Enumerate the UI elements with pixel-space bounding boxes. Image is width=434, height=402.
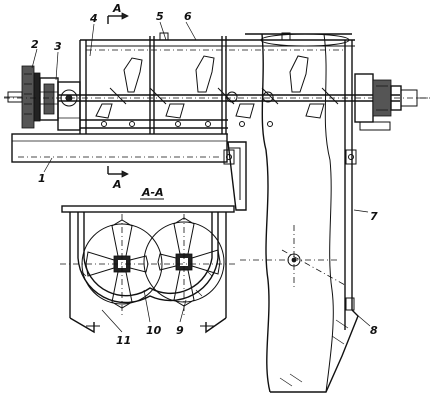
section-cut-line: А А	[107, 2, 129, 191]
cut-mark-bottom: А	[112, 178, 122, 191]
cut-mark-top: А	[112, 2, 122, 15]
section-view-a-a: А-А	[60, 186, 236, 334]
shaft-end-left	[4, 91, 23, 103]
callout-3: 3	[54, 40, 62, 53]
callout-5: 5	[156, 10, 164, 23]
callout-leaders	[31, 21, 371, 333]
discharge-chute	[223, 33, 359, 393]
callout-1: 1	[38, 172, 46, 185]
mixing-blades	[95, 55, 339, 119]
callout-11: 11	[116, 334, 131, 347]
callout-4: 4	[89, 12, 98, 25]
coupling	[39, 77, 59, 121]
base-frame	[11, 133, 228, 163]
section-title: А-А	[141, 186, 164, 199]
callout-6: 6	[184, 10, 192, 23]
trough-body	[79, 32, 355, 135]
callout-2: 2	[31, 38, 39, 51]
callout-10: 10	[146, 324, 162, 337]
drive-right	[354, 73, 428, 131]
callout-7: 7	[370, 210, 378, 223]
callout-labels: 2 3 4 5 6 1 7 8 9 10 11	[31, 10, 378, 347]
callout-9: 9	[176, 324, 184, 337]
drive-gear-wheel	[21, 65, 41, 129]
bearing-housing-left	[57, 81, 81, 131]
callout-8: 8	[370, 324, 378, 337]
